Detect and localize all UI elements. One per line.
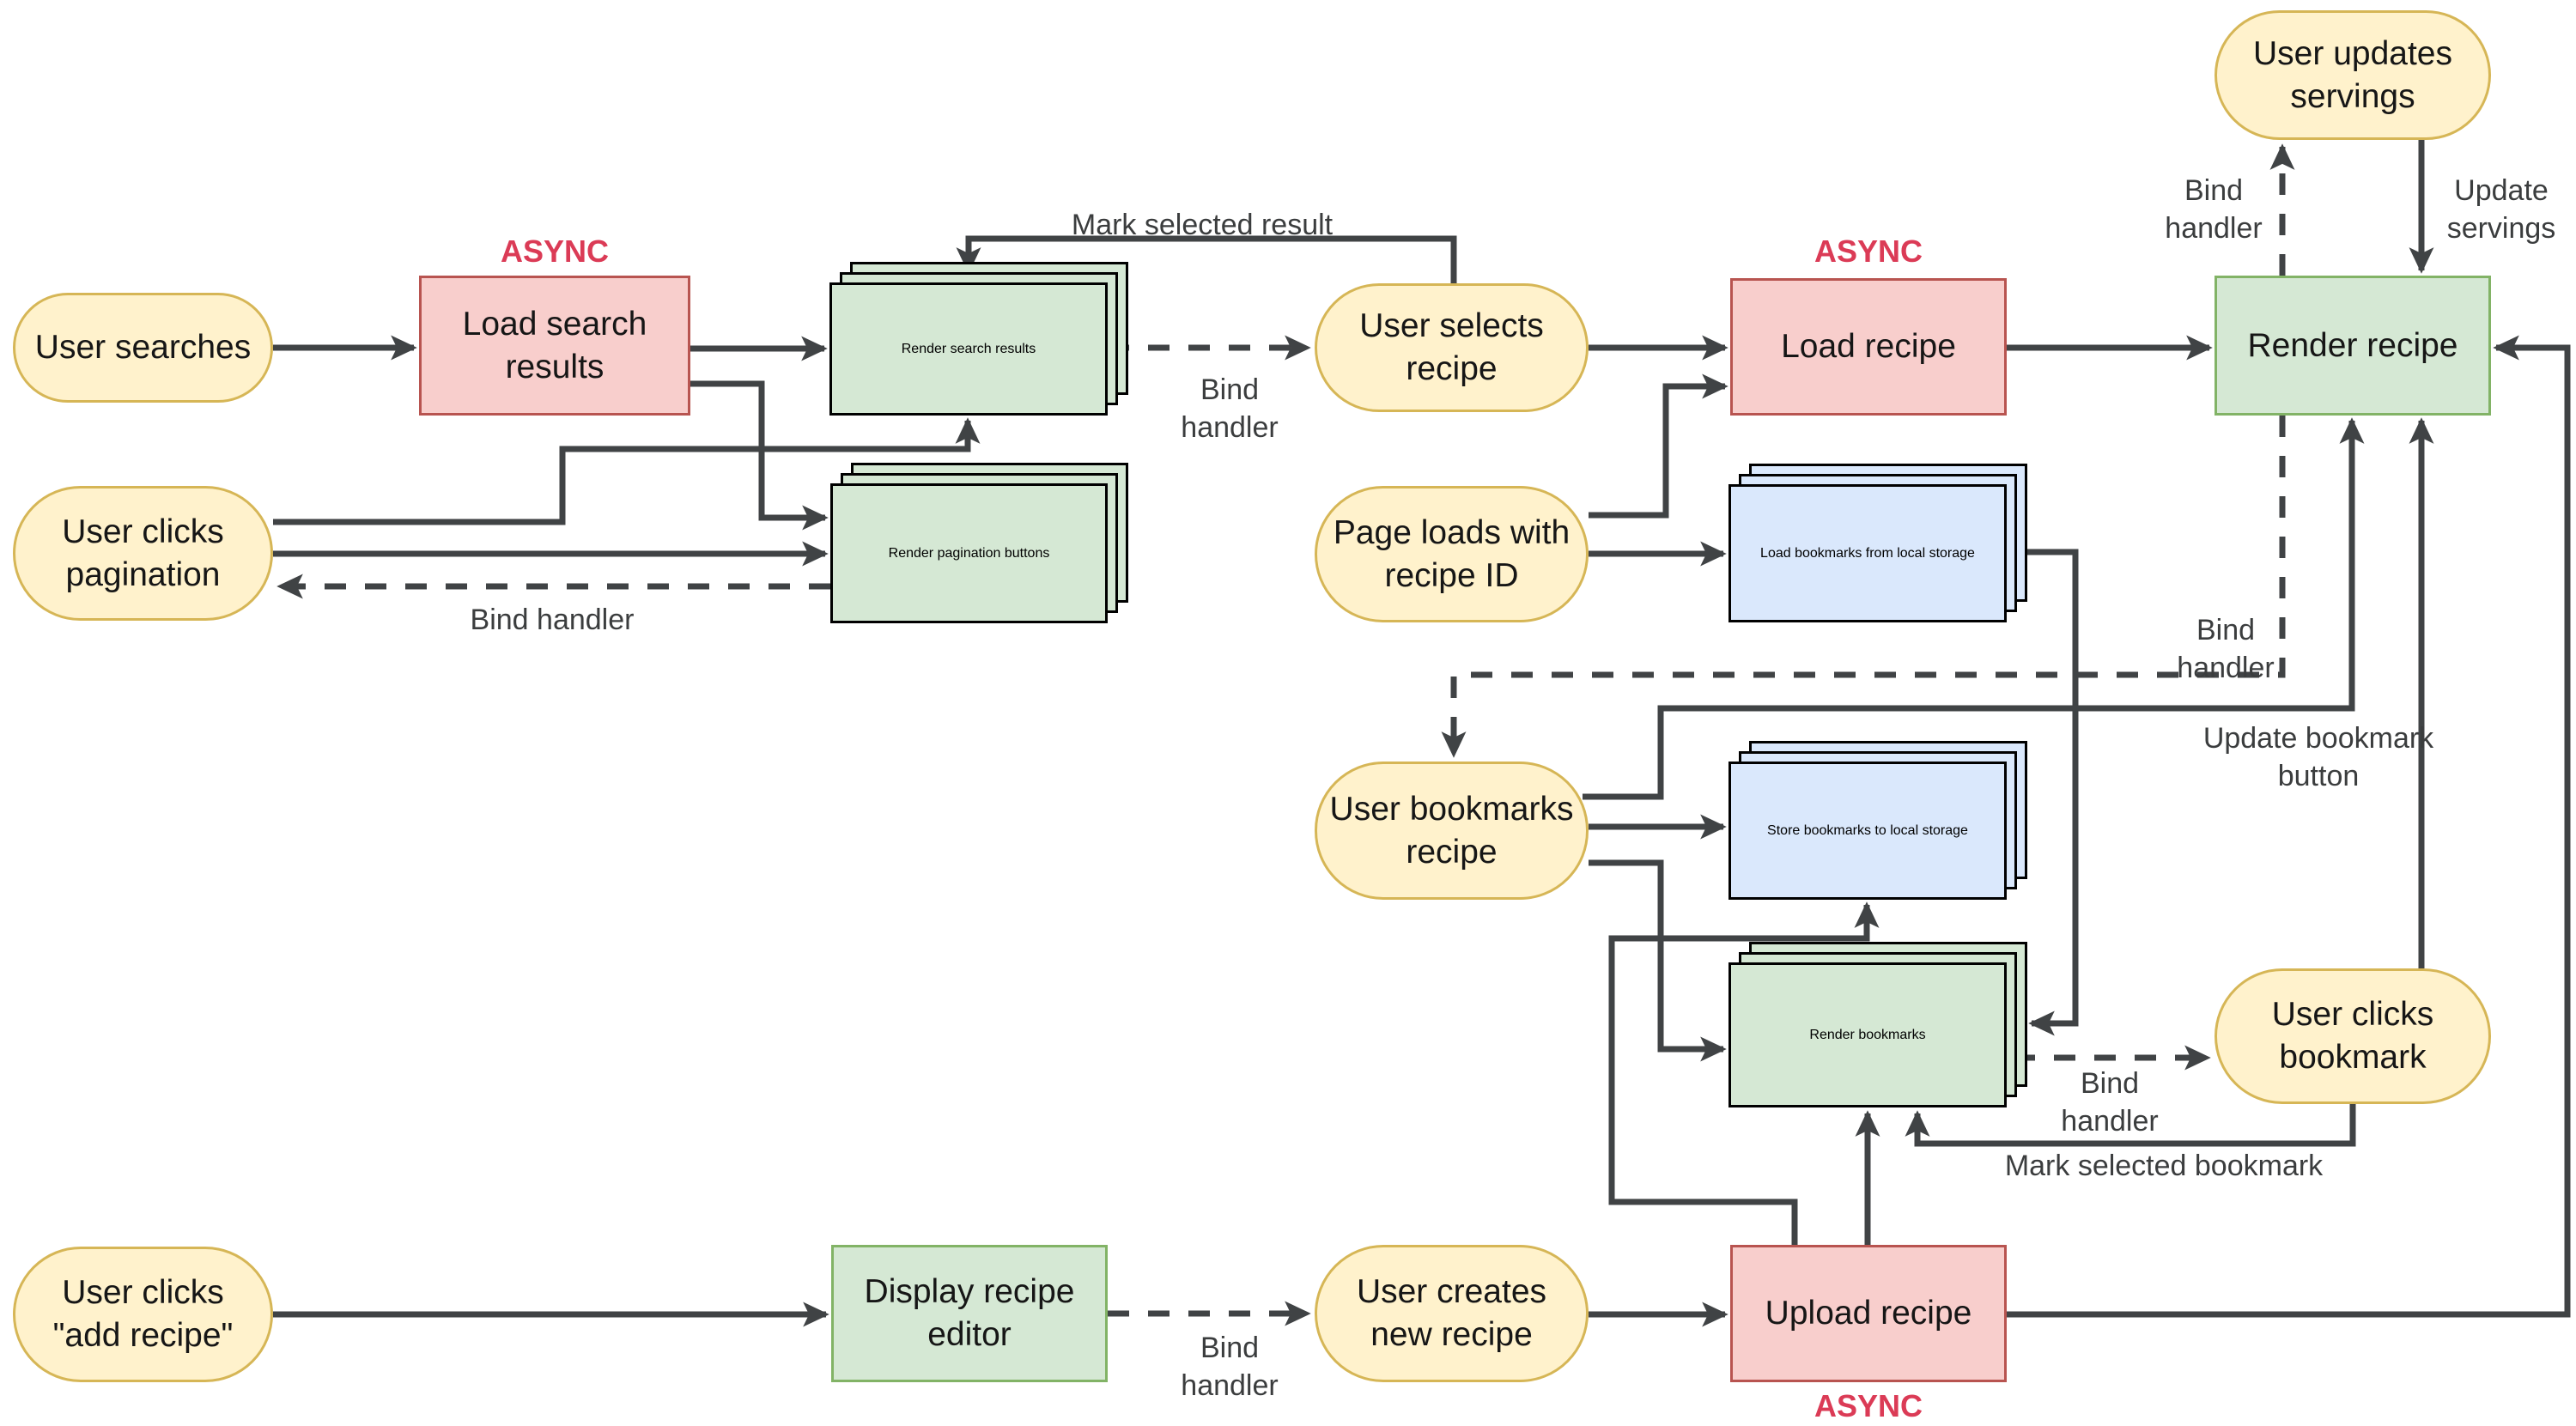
edge-user-bookmarks-recipe_to_render-recipe — [1583, 417, 2365, 800]
node-label-user-updates-servings: User updates servings — [2253, 34, 2452, 115]
node-label-user-selects-recipe: User selects recipe — [1359, 307, 1544, 387]
edge-render-recipe_to_user-bookmarks-recipe — [1441, 416, 2286, 758]
node-render-search-results[interactable]: Render search results — [829, 262, 1128, 416]
node-face-load-bookmarks[interactable]: Load bookmarks from local storage — [1728, 484, 2007, 622]
node-label-upload-recipe: Upload recipe — [1765, 1295, 1972, 1332]
node-label-display-recipe-editor: Display recipe editor — [864, 1273, 1075, 1353]
node-label-render-pagination-buttons: Render pagination buttons — [888, 545, 1050, 561]
edge-label-line: Mark selected result — [1071, 209, 1334, 241]
edge-label-line: handler — [1181, 1369, 1279, 1402]
edge-label-line: Bind — [1200, 1332, 1260, 1364]
node-label-user-bookmarks-recipe: User bookmarks recipe — [1329, 790, 1574, 871]
edge-page-loads_to_load-recipe — [1589, 373, 1728, 519]
node-user-clicks-bookmark[interactable]: User clicks bookmark — [2215, 968, 2491, 1104]
node-upload-recipe[interactable]: Upload recipe — [1730, 1245, 2007, 1382]
node-label-render-search-results: Render search results — [901, 341, 1036, 356]
node-user-selects-recipe[interactable]: User selects recipe — [1315, 283, 1589, 412]
edge-label-line: servings — [2446, 212, 2556, 245]
edge-label-line: Bind — [2080, 1067, 2140, 1100]
node-label-user-clicks-pagination: User clicks pagination — [62, 513, 224, 593]
edge-label-line: Bind handler — [470, 604, 635, 636]
node-page-loads-with-recipe-id[interactable]: Page loads with recipe ID — [1315, 486, 1589, 622]
edge-label-line: handler — [2165, 212, 2263, 245]
node-face-store-bookmarks[interactable]: Store bookmarks to local storage — [1728, 762, 2007, 900]
edge-label-line: handler — [2061, 1105, 2159, 1138]
edge-label-bind-handler-servings: Bind handler — [2165, 172, 2262, 247]
edge-label-update-bookmark-button: Update bookmark button — [2203, 719, 2433, 795]
node-load-search-results[interactable]: Load search results — [419, 276, 690, 416]
edge-load-bookmarks_to_render-bookmarks — [2007, 549, 2079, 1036]
edge-label-bind-handler-click-bookmark: Bind handler — [2061, 1065, 2158, 1140]
node-load-recipe[interactable]: Load recipe — [1730, 278, 2007, 416]
edge-user-clicks-bookmark_to_render-bookmarks — [1905, 1104, 2356, 1147]
node-label-user-clicks-add-recipe: User clicks "add recipe" — [52, 1274, 234, 1354]
node-user-clicks-add-recipe[interactable]: User clicks "add recipe" — [13, 1247, 273, 1382]
edge-label-bind-handler-pagination: Bind handler — [471, 601, 635, 639]
node-label-page-loads-with-recipe-id: Page loads with recipe ID — [1333, 513, 1571, 594]
node-user-searches[interactable]: User searches — [13, 293, 273, 403]
edge-label-mark-selected-bookmark: Mark selected bookmark — [2005, 1147, 2323, 1185]
node-label-user-creates-new-recipe: User creates new recipe — [1356, 1273, 1547, 1353]
node-face-render-pagination-buttons[interactable]: Render pagination buttons — [830, 483, 1108, 623]
async-load-search-results: ASYNC — [500, 234, 610, 269]
edge-label-update-servings: Update servings — [2447, 172, 2556, 247]
edge-label-line: button — [2277, 760, 2360, 792]
async-upload-recipe: ASYNC — [1814, 1388, 1923, 1423]
edge-upload-recipe_to_render-recipe — [2007, 335, 2571, 1318]
edge-label-mark-selected-result: Mark selected result — [1072, 206, 1333, 244]
node-render-bookmarks[interactable]: Render bookmarks — [1728, 942, 2027, 1107]
node-label-user-searches: User searches — [34, 329, 252, 367]
edge-label-line: handler — [2177, 652, 2275, 684]
node-user-clicks-pagination[interactable]: User clicks pagination — [13, 486, 273, 621]
node-face-render-search-results[interactable]: Render search results — [829, 282, 1108, 416]
node-label-load-recipe: Load recipe — [1781, 328, 1956, 366]
node-user-bookmarks-recipe[interactable]: User bookmarks recipe — [1315, 762, 1589, 900]
node-label-render-recipe: Render recipe — [2247, 326, 2458, 364]
node-render-recipe[interactable]: Render recipe — [2215, 276, 2491, 416]
async-load-recipe: ASYNC — [1814, 234, 1923, 269]
node-display-recipe-editor[interactable]: Display recipe editor — [831, 1245, 1108, 1382]
edge-label-line: Update bookmark — [2202, 722, 2434, 755]
node-user-updates-servings[interactable]: User updates servings — [2215, 10, 2491, 140]
edge-upload-recipe_to_store-bookmarks — [1608, 901, 1880, 1245]
edge-user-selects-recipe_to_render-search-results — [956, 235, 1457, 283]
edge-label-bind-handler-bookmark-button: Bind handler — [2177, 611, 2274, 687]
node-label-store-bookmarks: Store bookmarks to local storage — [1767, 822, 1968, 838]
edge-label-bind-handler-editor: Bind handler — [1181, 1329, 1278, 1405]
edge-label-line: Bind — [2184, 174, 2244, 207]
node-face-render-bookmarks[interactable]: Render bookmarks — [1728, 962, 2007, 1107]
node-label-load-bookmarks: Load bookmarks from local storage — [1760, 545, 1975, 561]
edge-label-line: handler — [1181, 411, 1279, 444]
edge-label-bind-handler-select-recipe: Bind handler — [1181, 371, 1278, 446]
edge-label-line: Mark selected bookmark — [2004, 1150, 2324, 1182]
node-load-bookmarks[interactable]: Load bookmarks from local storage — [1728, 464, 2027, 622]
edge-user-clicks-pagination_to_render-search-results — [273, 417, 981, 525]
edge-user-bookmarks-recipe_to_render-bookmarks — [1589, 859, 1727, 1062]
node-label-render-bookmarks: Render bookmarks — [1809, 1027, 1926, 1042]
node-render-pagination-buttons[interactable]: Render pagination buttons — [830, 463, 1128, 623]
node-label-load-search-results: Load search results — [462, 305, 647, 385]
edge-label-line: Bind — [1200, 373, 1260, 406]
edge-label-line: Update — [2454, 174, 2549, 207]
node-label-user-clicks-bookmark: User clicks bookmark — [2271, 996, 2434, 1076]
node-user-creates-new-recipe[interactable]: User creates new recipe — [1315, 1245, 1589, 1382]
node-store-bookmarks[interactable]: Store bookmarks to local storage — [1728, 741, 2027, 900]
edge-label-line: Bind — [2196, 614, 2256, 646]
